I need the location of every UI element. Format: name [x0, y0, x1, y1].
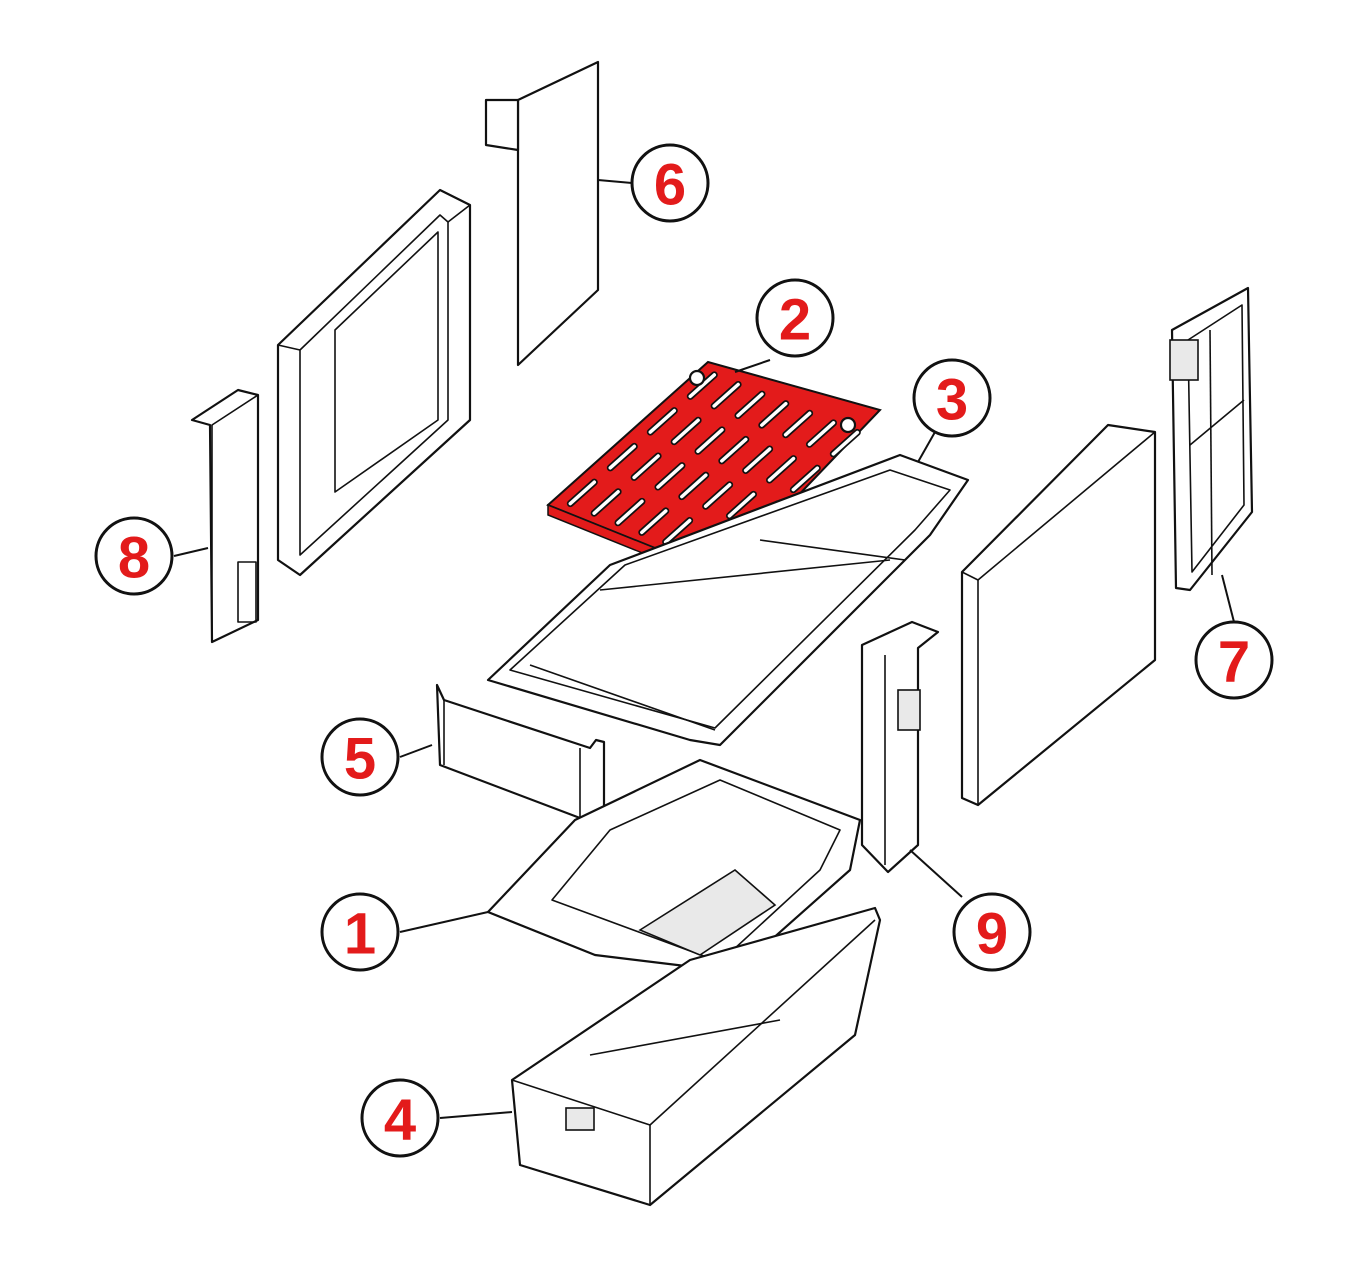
callout-5-label: 5: [344, 727, 376, 792]
callout-6[interactable]: 6: [630, 143, 710, 223]
grate-slot-opening: [672, 418, 700, 444]
grate-slot-opening: [831, 430, 860, 456]
grate-slot-opening: [727, 492, 756, 518]
part-6-rear-brick[interactable]: [484, 60, 600, 367]
grate-slot-opening: [767, 456, 796, 482]
grate-slot-opening: [712, 382, 740, 408]
grate-slot-opening: [783, 411, 812, 437]
part-9-right-bracket[interactable]: [860, 620, 940, 874]
part-7-right-frame[interactable]: [1169, 286, 1254, 592]
grate-slot-opening: [736, 392, 764, 418]
grate-slot-opening: [680, 473, 708, 499]
grate-slot-opening: [688, 373, 717, 399]
callout-2[interactable]: 2: [755, 278, 835, 358]
callout-9[interactable]: 9: [952, 892, 1032, 972]
grate-slot-opening: [656, 463, 684, 489]
part-4-ash-pan[interactable]: [510, 906, 882, 1207]
grate-knob-left: [688, 369, 706, 387]
grate-slot-opening: [616, 499, 644, 525]
grate-slot-opening: [791, 466, 820, 492]
grate-slot-opening: [632, 454, 660, 480]
grate-slot-opening: [608, 444, 637, 470]
grate-slot-opening: [648, 408, 677, 434]
grate-slot-opening: [696, 428, 724, 454]
callout-4[interactable]: 4: [360, 1078, 440, 1158]
callout-7[interactable]: 7: [1194, 620, 1274, 700]
callout-7-label: 7: [1218, 630, 1250, 695]
grate-slot-opening: [807, 421, 836, 447]
grate-slot-opening: [720, 437, 748, 463]
callout-4-label: 4: [384, 1088, 416, 1153]
grate-knob-right: [839, 416, 857, 434]
grate-slot-opening: [640, 509, 668, 535]
grate-slot-opening: [568, 480, 597, 506]
grate-slot-opening: [592, 489, 620, 515]
callout-3[interactable]: 3: [912, 358, 992, 438]
callout-9-label: 9: [976, 902, 1008, 967]
callout-3-label: 3: [936, 368, 968, 433]
grate-slot-opening: [703, 483, 732, 508]
grate-slot-opening: [760, 401, 788, 427]
callout-8-label: 8: [118, 526, 150, 591]
right-side-brick[interactable]: [960, 423, 1157, 807]
grate-slot-opening: [663, 518, 692, 544]
left-back-panel[interactable]: [276, 188, 472, 577]
part-8-left-side-brick[interactable]: [190, 388, 260, 644]
grate-slot-opening: [743, 447, 772, 473]
leader-lines: [173, 179, 1235, 1119]
callout-2-label: 2: [779, 288, 811, 353]
callout-5[interactable]: 5: [320, 717, 400, 797]
part-3-grate-frame[interactable]: [486, 453, 970, 747]
part-5-front-deflector[interactable]: [435, 683, 606, 820]
callout-1[interactable]: 1: [320, 892, 400, 972]
callout-8[interactable]: 8: [94, 516, 174, 596]
callouts: 1 2 3 4 5 6 7 8: [94, 143, 1274, 1158]
callout-1-label: 1: [344, 902, 376, 967]
part-1-bottom-frame[interactable]: [486, 758, 862, 974]
callout-6-label: 6: [654, 153, 686, 218]
